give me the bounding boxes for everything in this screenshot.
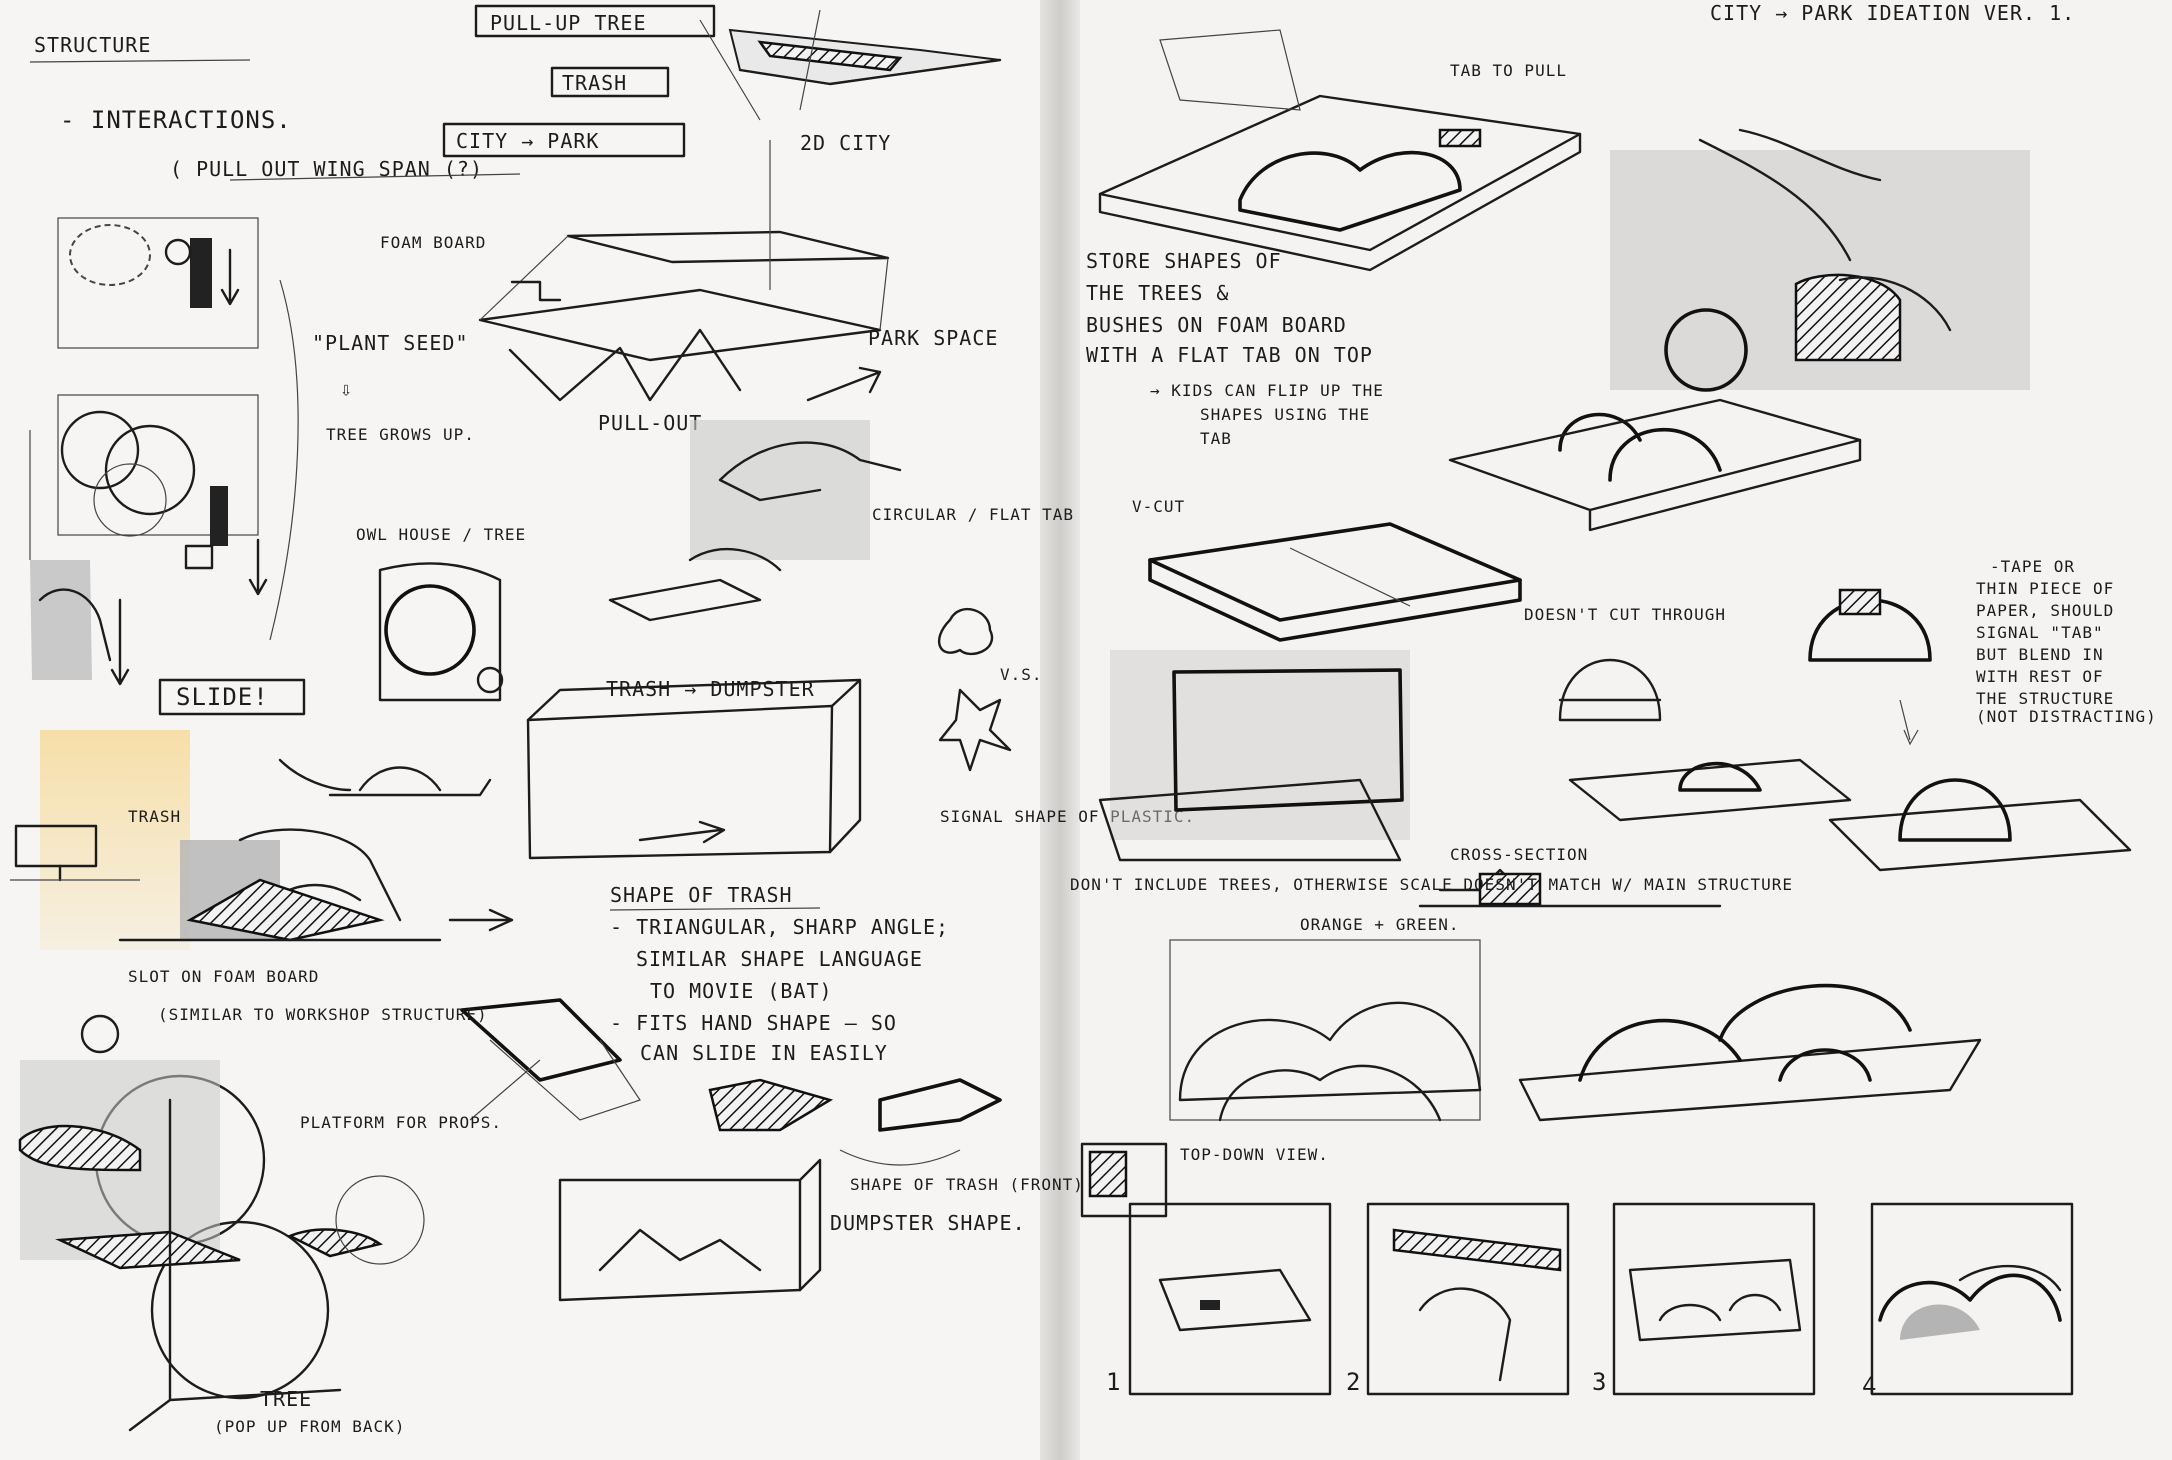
svg-text:TRASH: TRASH	[128, 807, 181, 826]
svg-text:ORANGE + GREEN.: ORANGE + GREEN.	[1300, 915, 1460, 934]
svg-text:TAB TO PULL: TAB TO PULL	[1450, 61, 1567, 80]
svg-text:TREE GROWS UP.: TREE GROWS UP.	[326, 425, 475, 444]
svg-text:SHAPE OF TRASH: SHAPE OF TRASH	[610, 883, 793, 907]
svg-text:THE TREES &: THE TREES &	[1086, 281, 1229, 305]
svg-text:CIRCULAR / FLAT TAB: CIRCULAR / FLAT TAB	[872, 505, 1074, 524]
slide-sketch: SLIDE!	[40, 678, 492, 950]
svg-text:2D CITY: 2D CITY	[800, 131, 891, 155]
tape-notes: -TAPE OR THIN PIECE OF PAPER, SHOULD SIG…	[1976, 557, 2157, 726]
svg-text:(SIMILAR TO WORKSHOP STRUCTURE: (SIMILAR TO WORKSHOP STRUCTURE)	[158, 1005, 488, 1024]
store-notes: STORE SHAPES OF THE TREES & BUSHES ON FO…	[1086, 249, 1384, 448]
svg-text:STORE SHAPES OF: STORE SHAPES OF	[1086, 249, 1282, 273]
svg-text:DON'T INCLUDE TREES, OTHERWISE: DON'T INCLUDE TREES, OTHERWISE SCALE DOE…	[1070, 875, 1793, 894]
svg-text:-TAPE OR: -TAPE OR	[1990, 557, 2075, 576]
svg-text:4: 4	[1862, 1372, 1877, 1400]
svg-text:WITH A FLAT TAB ON TOP: WITH A FLAT TAB ON TOP	[1086, 343, 1373, 367]
svg-text:⇩: ⇩	[340, 377, 353, 401]
svg-text:DUMPSTER SHAPE.: DUMPSTER SHAPE.	[830, 1211, 1026, 1235]
arch-tab-sketches: CROSS-SECTION	[1418, 588, 2132, 908]
svg-text:3: 3	[1592, 1368, 1607, 1396]
svg-text:SIGNAL "TAB": SIGNAL "TAB"	[1976, 623, 2104, 642]
tag-city-park: CITY → PARK	[442, 122, 686, 158]
svg-text:OWL HOUSE / TREE: OWL HOUSE / TREE	[356, 525, 526, 544]
svg-text:BUT BLEND IN: BUT BLEND IN	[1976, 645, 2104, 664]
svg-text:V.S.: V.S.	[1000, 665, 1043, 684]
trash-wireframe-sketch: SHAPE OF TRASH (FRONT) DUMPSTER SHAPE.	[460, 998, 1084, 1302]
svg-text:TOP-DOWN VIEW.: TOP-DOWN VIEW.	[1180, 1145, 1329, 1164]
svg-text:SIGNAL SHAPE OF PLASTIC.: SIGNAL SHAPE OF PLASTIC.	[940, 807, 1195, 826]
svg-text:DOESN'T CUT THROUGH: DOESN'T CUT THROUGH	[1524, 605, 1726, 624]
spine	[1040, 0, 1080, 1460]
svg-text:PULL-UP TREE: PULL-UP TREE	[490, 11, 647, 35]
svg-text:1: 1	[1106, 1368, 1121, 1396]
storyboard-frame-1: 1	[1106, 1202, 1332, 1396]
foam-board-sketch: 2D CITY FOAM BOARD PARK SPACE PULL-OUT	[380, 131, 998, 435]
plant-seed-sketch: "PLANT SEED" ⇩ TREE GROWS UP.	[29, 217, 475, 686]
svg-text:THE STRUCTURE: THE STRUCTURE	[1976, 689, 2114, 708]
svg-text:2: 2	[1346, 1368, 1361, 1396]
pull-up-tree-sketch	[699, 9, 1002, 121]
trash-slot-sketch: TRASH SLOT ON FOAM BOARD	[10, 807, 514, 986]
tree-structure-sketch: (SIMILAR TO WORKSHOP STRUCTURE) PLATFORM…	[18, 1005, 502, 1436]
svg-text:"PLANT SEED": "PLANT SEED"	[312, 331, 469, 355]
svg-text:(POP UP FROM BACK): (POP UP FROM BACK)	[214, 1417, 405, 1436]
interactions-label: - INTERACTIONS.	[60, 106, 292, 134]
storyboard-frame-3: 3	[1592, 1202, 1816, 1396]
pull-out-wingspan: ( PULL OUT WING SPAN (?)	[170, 157, 483, 181]
svg-text:- FITS HAND SHAPE — SO: - FITS HAND SHAPE — SO	[610, 1011, 897, 1035]
svg-text:- TRIANGULAR, SHARP ANGLE;: - TRIANGULAR, SHARP ANGLE;	[610, 915, 949, 939]
svg-text:BUSHES ON FOAM BOARD: BUSHES ON FOAM BOARD	[1086, 313, 1347, 337]
svg-text:TRASH → DUMPSTER: TRASH → DUMPSTER	[606, 677, 815, 701]
svg-text:WITH REST OF: WITH REST OF	[1976, 667, 2104, 686]
svg-text:CROSS-SECTION: CROSS-SECTION	[1450, 845, 1588, 864]
svg-text:V-CUT: V-CUT	[1132, 497, 1185, 516]
svg-text:→ KIDS CAN FLIP UP THE: → KIDS CAN FLIP UP THE	[1150, 381, 1384, 400]
svg-text:TO MOVIE (BAT): TO MOVIE (BAT)	[650, 979, 833, 1003]
owl-house-sketch: OWL HOUSE / TREE	[356, 525, 526, 702]
tab-board-sketch: TAB TO PULL	[1098, 29, 1582, 272]
storyboard-frame-2: 2	[1346, 1202, 1570, 1396]
tag-pull-up-tree: PULL-UP TREE	[474, 4, 716, 38]
structure-heading: STRUCTURE	[34, 33, 151, 57]
top-down-storyboard: TOP-DOWN VIEW. 1 2 3 4	[1080, 1142, 2074, 1400]
svg-text:SIMILAR SHAPE LANGUAGE: SIMILAR SHAPE LANGUAGE	[636, 947, 923, 971]
shape-of-trash-notes: SHAPE OF TRASH - TRIANGULAR, SHARP ANGLE…	[609, 807, 1195, 1065]
svg-text:SHAPE OF TRASH (FRONT): SHAPE OF TRASH (FRONT)	[850, 1175, 1084, 1194]
slide-label: SLIDE!	[176, 683, 269, 711]
pull-out-hands-sketch: CIRCULAR / FLAT TAB	[608, 420, 1074, 622]
dumpster-box-sketch: TRASH → DUMPSTER	[526, 677, 862, 860]
svg-text:THIN PIECE OF: THIN PIECE OF	[1976, 579, 2114, 598]
svg-text:PAPER, SHOULD: PAPER, SHOULD	[1976, 601, 2114, 620]
svg-text:PLATFORM FOR PROPS.: PLATFORM FOR PROPS.	[300, 1113, 502, 1132]
bush-shapes-sketch: DON'T INCLUDE TREES, OTHERWISE SCALE DOE…	[1070, 875, 1982, 1122]
trash-shape-options: V.S.	[938, 608, 1043, 772]
tag-trash: TRASH	[550, 66, 670, 98]
structure-heading-group: STRUCTURE	[29, 33, 251, 63]
svg-text:PARK SPACE: PARK SPACE	[868, 326, 998, 350]
svg-text:SLOT ON FOAM BOARD: SLOT ON FOAM BOARD	[128, 967, 319, 986]
svg-text:TRASH: TRASH	[562, 71, 627, 95]
svg-text:PULL-OUT: PULL-OUT	[598, 411, 702, 435]
storyboard-frame-4: 4	[1862, 1202, 2074, 1400]
svg-text:FOAM BOARD: FOAM BOARD	[380, 233, 486, 252]
v-cut-sketch: V-CUT DOESN'T CUT THROUGH	[1098, 497, 1726, 862]
svg-text:CITY → PARK: CITY → PARK	[456, 129, 599, 153]
svg-text:(NOT DISTRACTING): (NOT DISTRACTING)	[1976, 707, 2157, 726]
flip-up-hand-sketch	[1448, 128, 2030, 532]
svg-text:CAN SLIDE IN EASILY: CAN SLIDE IN EASILY	[640, 1041, 888, 1065]
svg-text:SHAPES USING THE: SHAPES USING THE	[1200, 405, 1370, 424]
svg-text:TAB: TAB	[1200, 429, 1232, 448]
svg-text:TREE: TREE	[260, 1387, 312, 1411]
page-title: CITY → PARK IDEATION VER. 1.	[1710, 1, 2075, 25]
